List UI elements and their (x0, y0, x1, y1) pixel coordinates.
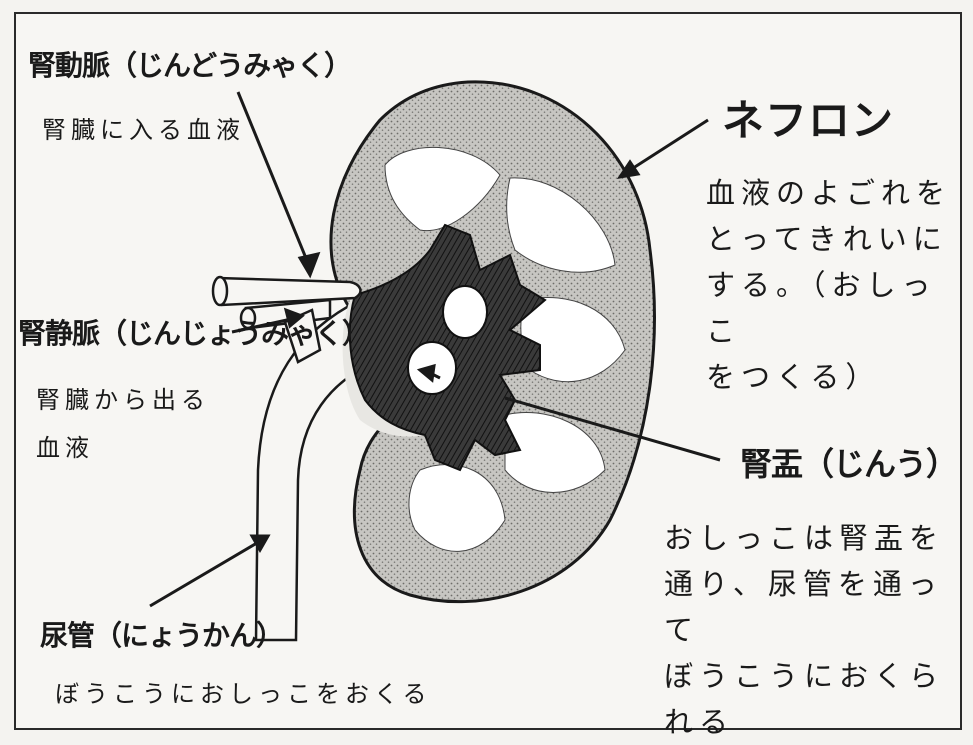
renal-pelvis-desc-line-1: おしっこは腎盂を (664, 515, 954, 561)
ureter-label: 尿管（にょうかん） (40, 622, 283, 650)
renal-artery-desc: 腎臓に入る血液 (42, 118, 245, 142)
renal-artery-label: 腎動脈（じんどうみゃく） (28, 52, 351, 80)
renal-pelvis-desc-line-4: れる (664, 699, 954, 745)
renal-vein-desc-line1: 腎臓から出る (36, 388, 210, 412)
renal-pelvis-desc-line-3: ぼうこうにおくら (664, 653, 954, 699)
renal-pelvis-desc: おしっこは腎盂を 通り、尿管を通って ぼうこうにおくら れる (664, 515, 954, 745)
renal-vein-label: 腎静脈（じんじょうみゃく） (18, 320, 369, 348)
nephron-label: ネフロン (722, 100, 894, 142)
nephron-desc-line-3: する。（おしっこ (706, 262, 956, 354)
renal-vein-desc-line2: 血液 (36, 436, 94, 460)
renal-pelvis-label: 腎盂（じんう） (740, 448, 957, 480)
renal-pelvis-desc-line-2: 通り、尿管を通って (664, 561, 954, 653)
nephron-desc-line-2: とってきれいに (706, 216, 956, 262)
nephron-desc: 血液のよごれを とってきれいに する。（おしっこ をつくる） (706, 170, 956, 400)
nephron-desc-line-1: 血液のよごれを (706, 170, 956, 216)
ureter-desc: ぼうこうにおしっこをおくる (55, 682, 432, 706)
nephron-desc-line-4: をつくる） (706, 354, 956, 400)
